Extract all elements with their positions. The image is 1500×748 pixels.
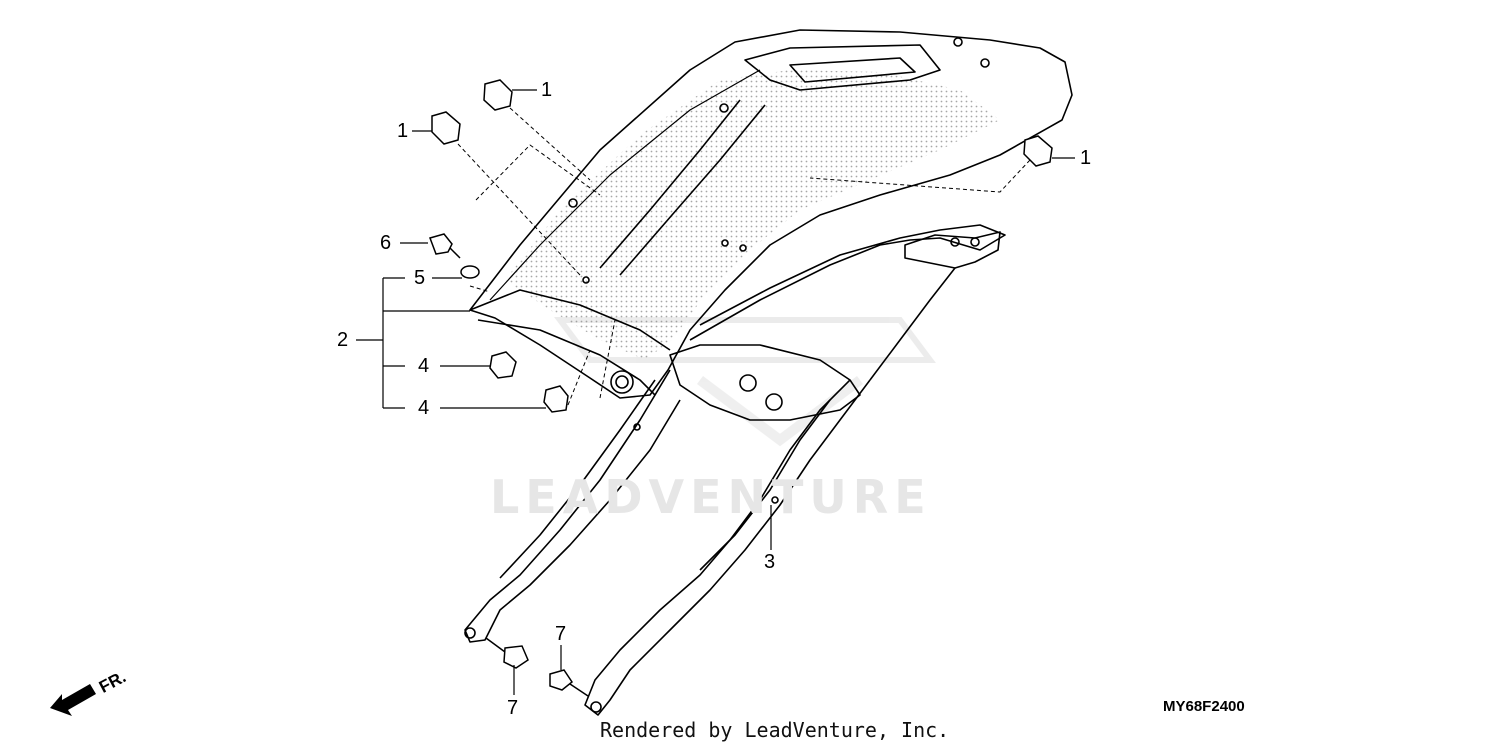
stay-left-arm <box>464 369 681 643</box>
fender-hole <box>721 239 729 247</box>
fender-lower-edge <box>477 319 656 396</box>
rubber-4b <box>543 385 569 413</box>
fender-inner-edge <box>489 69 761 301</box>
stay-right-arm-inner <box>699 399 831 571</box>
leader-lines <box>356 89 1075 695</box>
callout-6: 6 <box>380 232 392 254</box>
fender-hole-front-inner <box>615 375 629 389</box>
stay-left-arm-inner <box>499 379 656 579</box>
render-credit: Rendered by LeadVenture, Inc. <box>600 718 950 742</box>
stay-small-hole <box>771 496 779 504</box>
fender-hole-front <box>610 370 634 394</box>
stay-right-arm <box>584 379 871 716</box>
direction-arrow-icon <box>50 684 96 716</box>
stay-crossbar <box>669 344 861 421</box>
bolt-7b <box>549 669 574 691</box>
fasteners[interactable] <box>429 79 1053 697</box>
callout-5: 5 <box>414 267 426 289</box>
washer-5 <box>460 265 480 279</box>
fender-channel <box>599 99 766 276</box>
stay-rear-down <box>869 267 956 381</box>
fender-seat-recess <box>744 44 941 91</box>
stay-right-eye <box>590 701 602 713</box>
fender-front-lip <box>469 289 671 351</box>
callout-2: 2 <box>337 329 349 351</box>
callout-1-top: 1 <box>541 79 553 101</box>
stay-cross-hole <box>739 374 757 392</box>
watermark-text: LEADVENTURE <box>490 470 932 524</box>
callout-7-upper: 7 <box>555 623 567 645</box>
bolt-6 <box>429 233 453 255</box>
stay-rear-bracket <box>904 231 1001 269</box>
rear-fender[interactable] <box>469 29 1073 399</box>
stay-small-hole <box>633 423 641 431</box>
fender-outline <box>469 29 1073 399</box>
callout-4-upper: 4 <box>418 355 430 377</box>
stay-bracket-hole <box>950 237 960 247</box>
fender-hole <box>739 244 747 252</box>
fender-seat-inner <box>789 57 916 83</box>
callout-1-left: 1 <box>397 120 409 142</box>
stay-upper-rail <box>689 224 1006 341</box>
callout-3: 3 <box>764 551 776 573</box>
fender-stipple <box>505 70 1000 360</box>
clip-nut-1a <box>483 79 513 111</box>
stay-left-eye <box>464 627 476 639</box>
fender-hole <box>568 198 578 208</box>
stay-bracket-hole <box>970 237 980 247</box>
callout-4-lower: 4 <box>418 397 430 419</box>
bolt-7a <box>503 645 529 669</box>
clip-nut-1c <box>1023 135 1053 167</box>
fender-hole <box>582 276 590 284</box>
stay-cross-hole <box>765 393 783 411</box>
clip-nut-1b <box>431 111 461 145</box>
diagram-code: MY68F2400 <box>1163 698 1245 715</box>
rear-fender-stay[interactable] <box>464 224 1006 716</box>
fender-hole <box>980 58 990 68</box>
fender-hole <box>953 37 963 47</box>
fender-hole <box>719 103 729 113</box>
callout-7-lower: 7 <box>507 697 519 719</box>
callout-1-right: 1 <box>1080 147 1092 169</box>
rubber-4a <box>489 351 517 379</box>
